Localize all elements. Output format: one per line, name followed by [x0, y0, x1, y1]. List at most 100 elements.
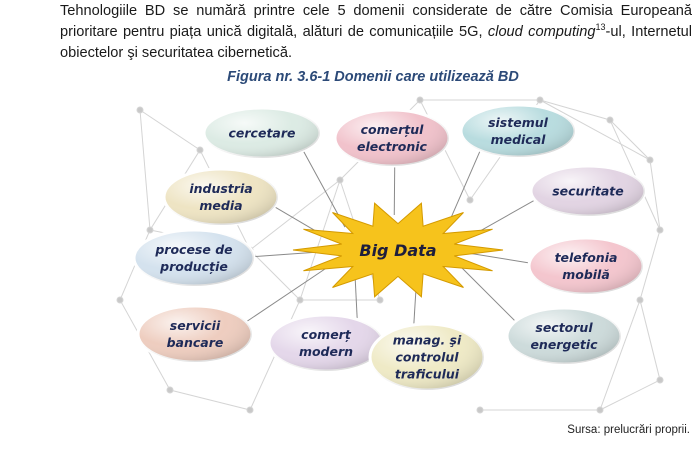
node-label: comerț modern: [299, 327, 353, 359]
network-node: [606, 116, 614, 124]
network-line: [539, 99, 651, 161]
node-label-line: sistemul: [488, 115, 549, 130]
network-line: [299, 179, 341, 301]
node-ellipse: [461, 105, 575, 157]
network-node: [336, 176, 344, 184]
node-label-line: sectorul: [535, 320, 593, 335]
big-data-label: Big Data: [359, 241, 436, 260]
connector-line: [447, 147, 483, 226]
network-line: [609, 119, 661, 231]
node-label-line: cercetare: [229, 126, 296, 141]
node-label-line: servicii: [170, 318, 221, 333]
node-label-line: comerțul: [361, 122, 425, 137]
node-label: procese de producție: [154, 242, 232, 274]
network-node: [136, 106, 144, 114]
domain-node-sistemul-medical: sistemul medical: [459, 103, 577, 159]
domain-node-management-trafic: manag. şi controlul traficului: [368, 322, 486, 392]
node-ellipse: [335, 110, 449, 166]
network-line: [599, 379, 661, 411]
node-ellipse: [134, 230, 254, 286]
paragraph-italic: cloud computing: [487, 24, 596, 40]
domain-node-cercetare: cercetare: [202, 106, 322, 160]
network-node: [196, 146, 204, 154]
network-node: [656, 376, 664, 384]
node-label: telefonia mobilă: [555, 250, 618, 282]
node-label-line: producție: [159, 259, 228, 274]
node-ellipse: [204, 108, 320, 158]
node-ellipse: [164, 169, 278, 225]
node-ellipse: [370, 324, 484, 390]
domain-node-sectorul-energetic: sectorul energetic: [505, 306, 623, 366]
node-label-line: industria: [189, 181, 252, 196]
node-ellipse: [531, 166, 645, 216]
network-node: [466, 196, 474, 204]
node-label-line: traficului: [395, 367, 460, 382]
footnote-ref[interactable]: 13: [595, 22, 606, 33]
node-ellipse: [138, 306, 252, 362]
node-label-line: securitate: [552, 184, 624, 199]
domain-node-procese-de-productie: procese de producție: [132, 228, 256, 288]
network-line: [139, 109, 151, 231]
body-paragraph: Tehnologiile BD se numără printre cele 5…: [60, 1, 692, 64]
node-label-line: comerț: [301, 327, 352, 342]
node-ellipse: [269, 315, 383, 371]
paragraph-text: Tehnologiile BD se numără printre cele 5…: [60, 3, 692, 40]
connector-line: [459, 265, 519, 325]
network-node: [656, 226, 664, 234]
node-label-line: electronic: [357, 139, 428, 154]
node-label-line: media: [199, 198, 242, 213]
node-label-line: manag. şi: [393, 333, 462, 348]
domain-node-telefonia-mobila: telefonia mobilă: [527, 236, 645, 296]
node-label-line: controlul: [395, 350, 459, 365]
network-node: [246, 406, 254, 414]
node-label: sectorul energetic: [530, 320, 598, 352]
domain-node-comert-modern: comerț modern: [267, 313, 385, 373]
node-label-line: medical: [491, 132, 547, 147]
node-label-line: energetic: [530, 337, 598, 352]
network-node: [646, 156, 654, 164]
network-node: [596, 406, 604, 414]
domain-node-comertul-electronic: comerțul electronic: [333, 108, 451, 168]
node-label: industria media: [189, 181, 252, 213]
node-label: comerțul electronic: [357, 122, 428, 154]
network-node: [416, 96, 424, 104]
node-label: manag. şi controlul traficului: [393, 333, 462, 382]
network-node: [146, 226, 154, 234]
node-ellipse: [507, 308, 621, 364]
network-line: [139, 109, 201, 151]
node-label-line: mobilă: [562, 267, 610, 282]
network-node: [536, 96, 544, 104]
paragraph-text-end: -ul, Internetul obiectelor şi securitate…: [60, 24, 692, 61]
domain-node-industria-media: industria media: [162, 167, 280, 227]
domain-node-servicii-bancare: servicii bancare: [136, 304, 254, 364]
node-ellipse: [529, 238, 643, 294]
network-line: [599, 299, 641, 411]
network-line: [169, 389, 251, 411]
network-node: [376, 296, 384, 304]
figure-caption: Figura nr. 3.6-1 Domenii care utilizează…: [227, 69, 519, 85]
node-label: sistemul medical: [488, 115, 549, 147]
node-label-line: bancare: [167, 335, 224, 350]
connector-line: [354, 277, 358, 324]
node-label: servicii bancare: [167, 318, 224, 350]
node-label-line: telefonia: [555, 250, 618, 265]
connector-line: [467, 252, 535, 265]
domain-node-securitate: securitate: [529, 164, 647, 218]
network-line: [649, 159, 661, 231]
source-note: Sursa: prelucrări proprii.: [567, 424, 690, 436]
node-label: securitate: [552, 184, 624, 199]
connector-line: [242, 262, 334, 325]
node-label-line: modern: [299, 344, 353, 359]
big-data-star: [292, 202, 504, 298]
network-node: [636, 296, 644, 304]
network-node: [296, 296, 304, 304]
network-node: [166, 386, 174, 394]
network-line: [539, 99, 611, 121]
node-label: cercetare: [229, 126, 296, 141]
network-line: [609, 119, 651, 161]
node-label-line: procese de: [154, 242, 232, 257]
network-line: [639, 299, 661, 381]
network-node: [476, 406, 484, 414]
network-line: [639, 229, 661, 301]
